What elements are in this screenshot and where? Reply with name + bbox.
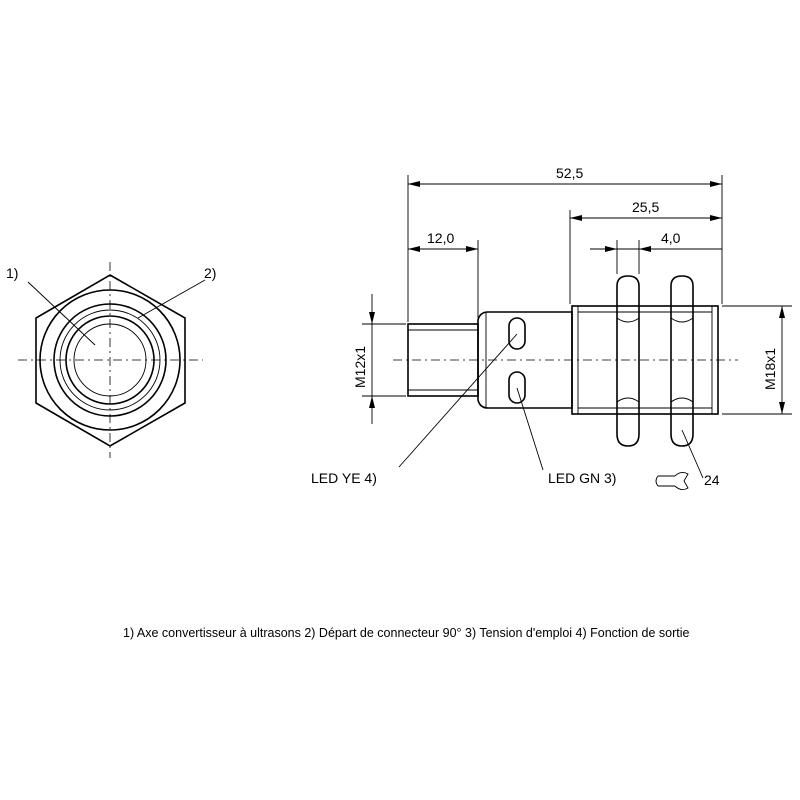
wrench-leader bbox=[681, 429, 704, 479]
wrench-size-label: 24 bbox=[704, 472, 720, 488]
arrow bbox=[369, 312, 375, 324]
dim-thread-length: 25,5 bbox=[632, 199, 659, 215]
led-yellow-window bbox=[508, 317, 526, 350]
arrow bbox=[710, 215, 722, 221]
side-view bbox=[393, 275, 738, 447]
hex-nut-2 bbox=[670, 275, 694, 447]
arrow bbox=[710, 181, 722, 187]
arrow bbox=[466, 246, 478, 252]
footnote: 1) Axe convertisseur à ultrasons 2) Dépa… bbox=[123, 626, 690, 640]
arrow bbox=[779, 306, 785, 318]
led-ye-label: LED YE 4) bbox=[311, 470, 377, 486]
arrow bbox=[369, 396, 375, 408]
arrow bbox=[408, 246, 420, 252]
led-green-window bbox=[508, 371, 526, 404]
led-gn-label: LED GN 3) bbox=[548, 470, 616, 486]
dimensions: 52,5 25,5 12,0 4,0 M12x1 M18x1 bbox=[352, 165, 792, 424]
callout-1-label: 1) bbox=[6, 265, 18, 281]
arrow bbox=[570, 215, 582, 221]
arrow bbox=[639, 246, 651, 252]
hex-nut-outline bbox=[35, 274, 186, 447]
callout-1-leader bbox=[27, 281, 96, 346]
wrench-icon bbox=[655, 471, 689, 491]
callout-2-label: 2) bbox=[204, 265, 216, 281]
arrow bbox=[408, 181, 420, 187]
arrow bbox=[605, 246, 617, 252]
callout-2-leader bbox=[137, 279, 206, 319]
dim-overall-length: 52,5 bbox=[556, 165, 583, 181]
dim-nut-thickness: 4,0 bbox=[661, 230, 681, 246]
dim-housing-thread: M18x1 bbox=[762, 348, 778, 390]
arrow bbox=[779, 402, 785, 414]
dim-connector-length: 12,0 bbox=[427, 230, 454, 246]
led-gn-leader bbox=[516, 387, 544, 471]
leader-labels: LED YE 4) LED GN 3) 24 bbox=[311, 333, 720, 491]
led-ye-leader bbox=[398, 333, 518, 468]
front-view: 1) 2) bbox=[6, 262, 216, 458]
hex-nut-1 bbox=[616, 275, 640, 447]
dim-connector-thread: M12x1 bbox=[352, 346, 368, 388]
